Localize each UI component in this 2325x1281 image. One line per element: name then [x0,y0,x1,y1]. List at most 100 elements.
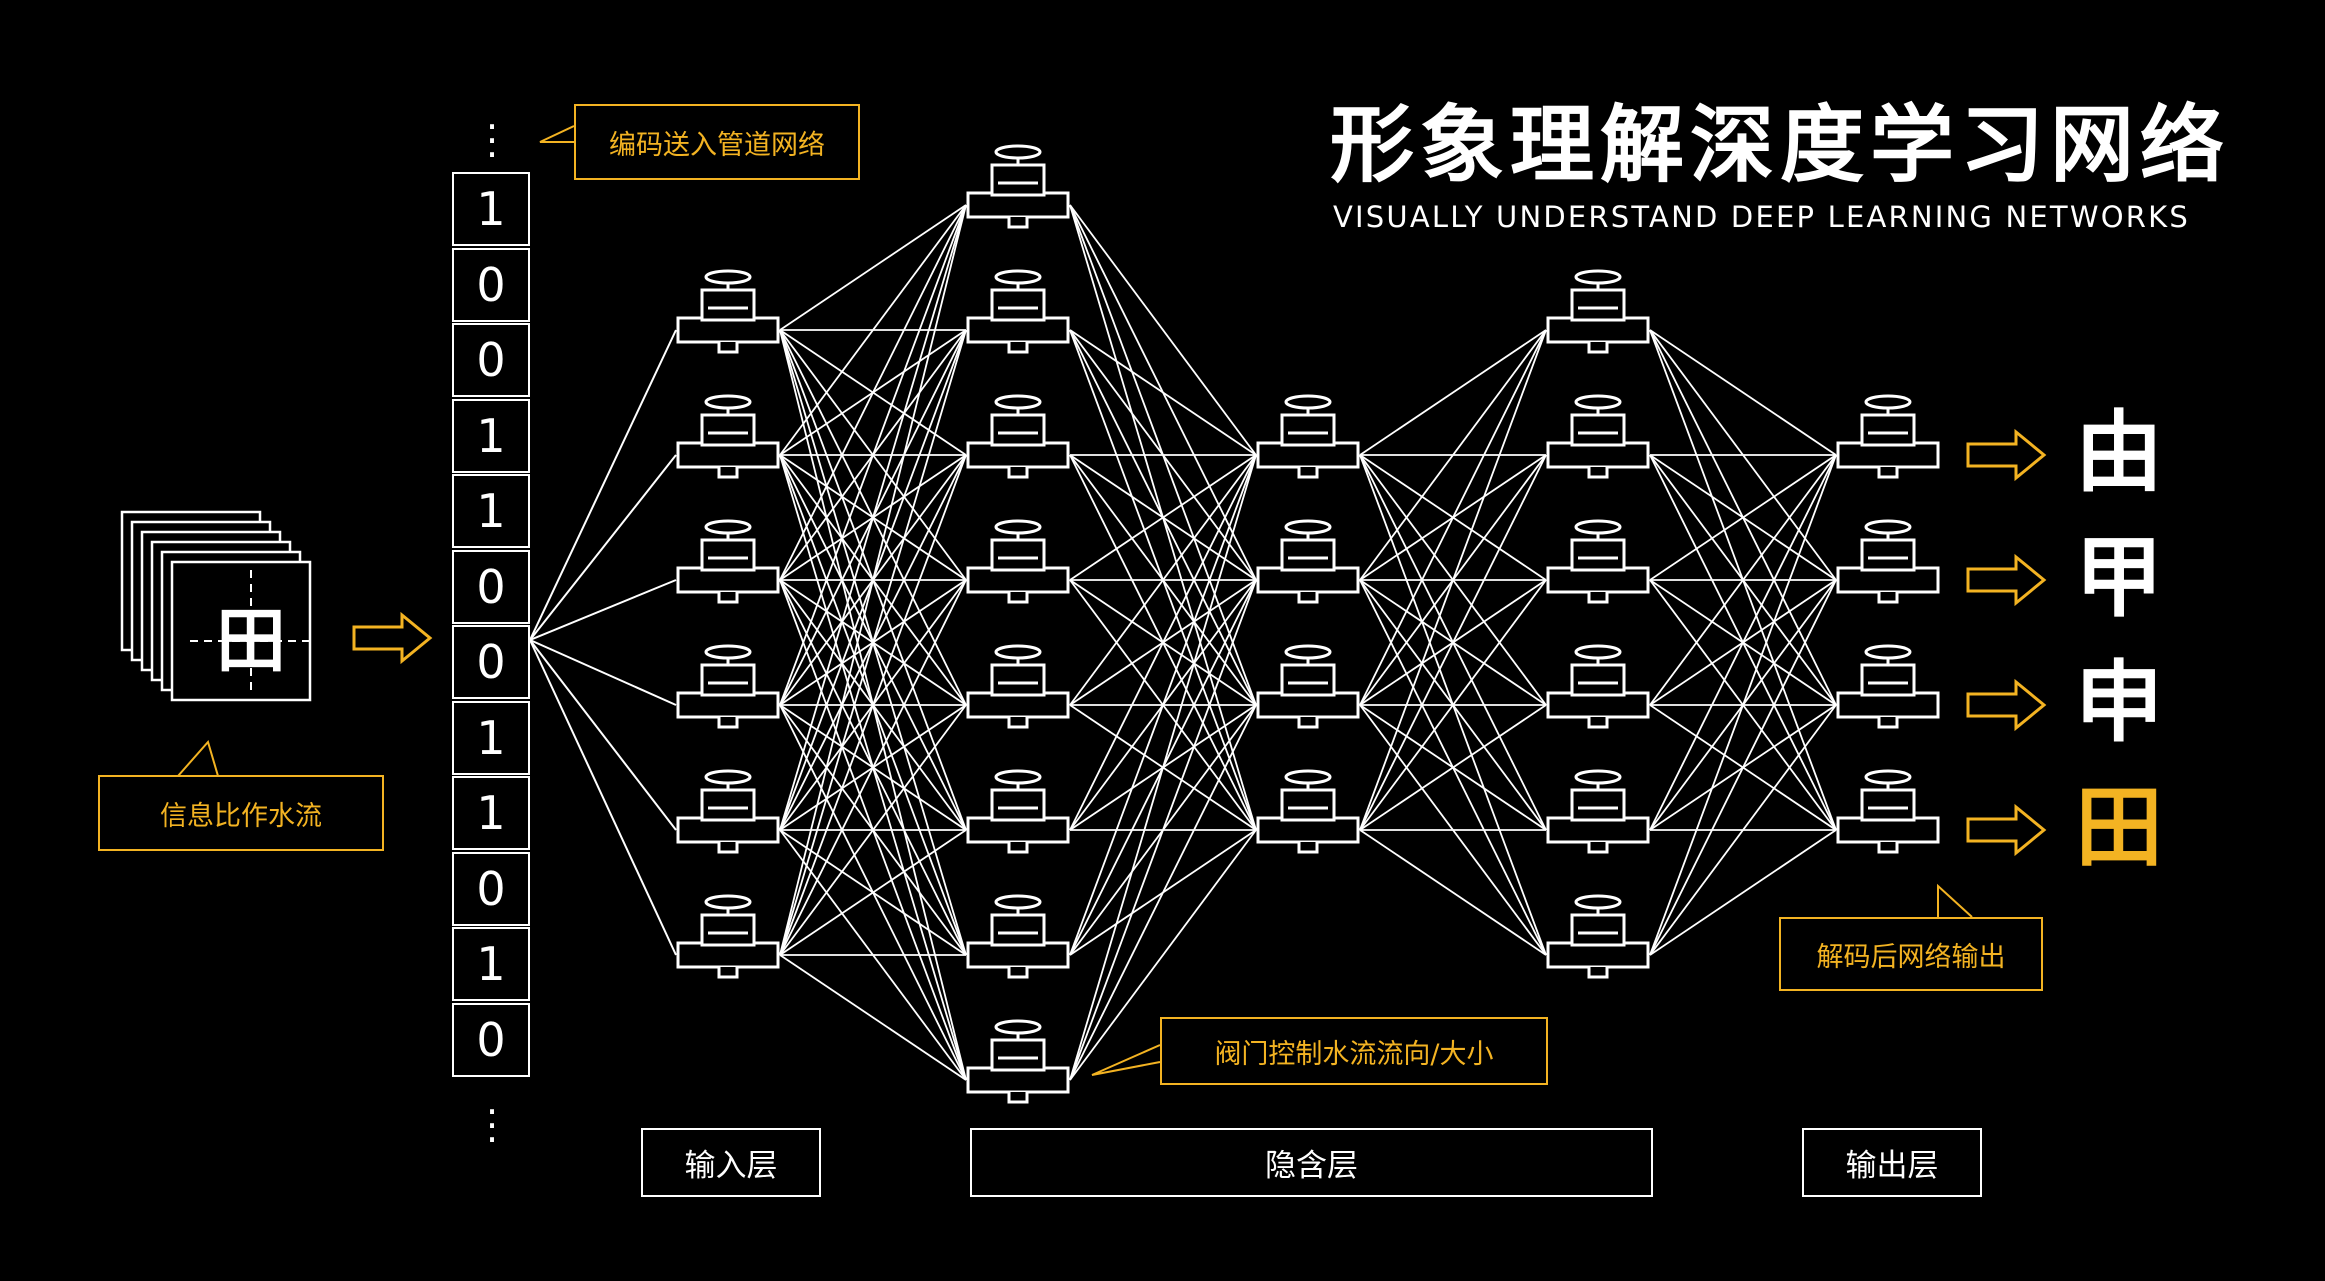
pipe [1359,329,1547,581]
pipe [779,204,967,831]
pipe [529,579,677,641]
pipe [1649,704,1837,956]
valve-icon [1836,394,1940,479]
pipe [1069,454,1257,1081]
pipe [529,639,677,956]
valve-icon [1256,519,1360,604]
bit-cell: 1 [452,172,530,246]
valve-icon [676,394,780,479]
layer-label-input: 输入层 [641,1128,821,1197]
arrow-right-icon [1966,428,2047,482]
pipe [1069,829,1257,1081]
valve-icon [1836,519,1940,604]
page-subtitle: VISUALLY UNDERSTAND DEEP LEARNING NETWOR… [1333,200,2190,234]
pipe [1649,579,1837,956]
bit-cell: 1 [452,776,530,850]
pipe [1069,204,1257,456]
pipe [1069,329,1257,456]
pipe [779,829,967,956]
bit-cell: 0 [452,549,530,624]
pipe [1359,454,1547,831]
valve-icon [676,644,780,729]
valve-icon [1256,769,1360,854]
valve-icon [966,394,1070,479]
pipe-connections [529,204,1837,1081]
callout-tail [1091,1044,1161,1076]
pipe [1069,454,1257,706]
valve-icon [1546,644,1650,729]
valve-icon [1836,769,1940,854]
pipe [1069,704,1257,1081]
callout-decode: 解码后网络输出 [1779,917,2043,991]
callout-encode: 编码送入管道网络 [574,104,860,180]
pipe [779,329,967,956]
valve-icon [966,894,1070,979]
pipe [1069,454,1257,956]
valve-icon [1256,644,1360,729]
valve-icon [966,644,1070,729]
callout-tail [539,125,575,143]
valve-icon [1836,644,1940,729]
valve-icon [966,769,1070,854]
pipe [1069,454,1257,581]
callout-tail [177,739,219,777]
bit-cell: 1 [452,927,530,1001]
bit-cell: 0 [452,323,530,397]
bit-cell: 0 [452,851,530,926]
output-character: 田 [2075,776,2164,879]
valve-icon [1546,769,1650,854]
pipe [1359,704,1547,831]
output-character: 由 [2075,401,2164,504]
arrow-right-icon [1966,553,2047,607]
arrow-right-icon [352,611,433,665]
pipe [1359,329,1547,831]
valve-icon [1256,394,1360,479]
layer-label-output: 输出层 [1802,1128,1982,1197]
pipe [1359,829,1547,956]
pipe [1649,454,1837,831]
pipe [1069,454,1257,831]
valve-icon [1546,894,1650,979]
page-title: 形象理解深度学习网络 [1330,96,2231,194]
pipe [1359,329,1547,456]
bit-cell: 1 [452,474,530,548]
valve-icon [1546,269,1650,354]
input-card [170,560,312,702]
bit-cell: 0 [452,625,530,699]
pipe [529,454,677,641]
valve-icon [676,769,780,854]
ellipsis-bottom: ··· [486,1090,499,1162]
pipe [1359,329,1547,706]
bit-cell: 0 [452,247,530,322]
pipe [1649,454,1837,956]
output-character: 申 [2075,651,2164,754]
pipe [1649,454,1837,706]
layer-label-hidden: 隐含层 [970,1128,1653,1197]
valve-icon [966,519,1070,604]
pipe [1649,329,1837,456]
valve-icon [1546,394,1650,479]
valve-icon [966,269,1070,354]
bit-cell: 1 [452,700,530,775]
valve-icon [676,894,780,979]
output-character: 甲 [2075,526,2164,629]
pipe [779,704,967,956]
valve-nodes [676,144,1940,1104]
pipe [1069,579,1257,1081]
bit-cell: 0 [452,1002,530,1077]
valve-icon [966,144,1070,229]
callout-water: 信息比作水流 [98,775,384,851]
pipe [529,639,677,706]
pipe [779,454,967,956]
pipe [779,204,967,706]
valve-icon [1546,519,1650,604]
valve-icon [676,269,780,354]
pipe [779,204,967,956]
valve-icon [966,1019,1070,1104]
pipe [779,204,967,456]
pipe [779,204,967,331]
pipe [779,204,967,581]
pipe [1649,454,1837,581]
decorations: 田 [120,125,2047,1076]
callout-tail [1937,883,1973,918]
